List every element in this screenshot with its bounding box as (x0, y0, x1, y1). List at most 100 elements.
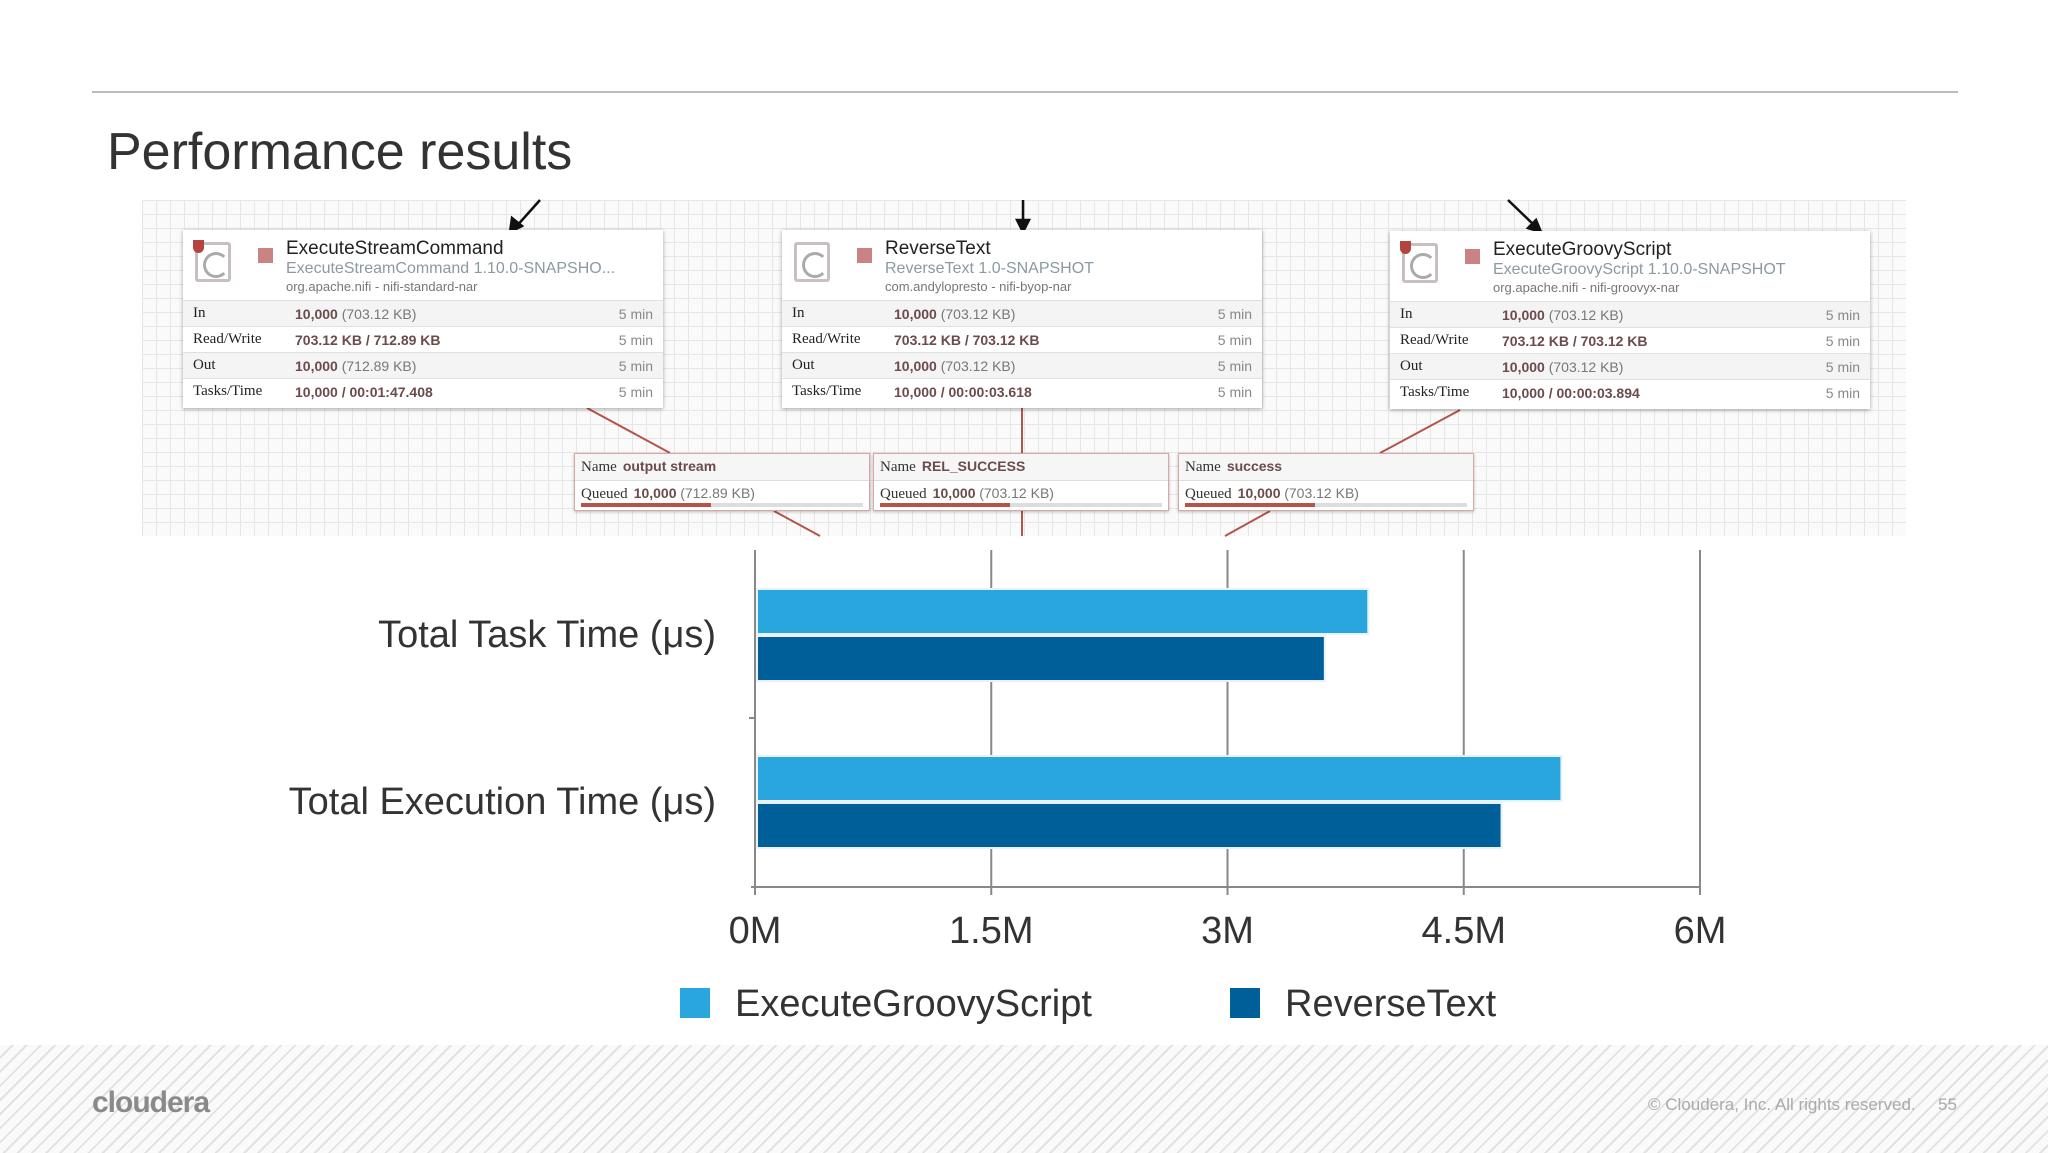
queued-label: Queued (581, 486, 628, 502)
name-label: Name (1185, 459, 1221, 475)
bar-executegroovyscript-0 (756, 588, 1370, 635)
stat-value: 10,000 (703.12 KB) (1502, 306, 1624, 323)
stopped-icon (258, 248, 273, 263)
flow-connections (508, 199, 1544, 537)
bar-reversetext-0 (756, 635, 1326, 682)
stat-value: 10,000 (703.12 KB) (1502, 358, 1624, 375)
processor-name: ExecuteGroovyScript (1493, 239, 1672, 260)
category-label: Total Task Time (μs) (378, 614, 716, 656)
stat-label: Out (193, 357, 216, 373)
stat-value: 10,000 (703.12 KB) (894, 305, 1016, 322)
queued-count: 10,000 (633, 485, 677, 501)
processor-executegroovyscript[interactable]: ExecuteGroovyScript ExecuteGroovyScript … (1390, 231, 1870, 409)
processor-icon (195, 242, 231, 282)
bar-executegroovyscript-1 (756, 755, 1563, 802)
stat-row: Read/Write 703.12 KB / 703.12 KB 5 min (782, 326, 1262, 352)
top-rule (92, 91, 1958, 93)
stat-value: 703.12 KB / 712.89 KB (295, 331, 441, 348)
stat-window: 5 min (1217, 331, 1252, 348)
stat-label: Read/Write (193, 331, 262, 347)
stat-value: 10,000 / 00:00:03.618 (894, 383, 1032, 400)
arrows (508, 199, 1544, 235)
stat-row: Out 10,000 (712.89 KB) 5 min (183, 352, 663, 378)
stat-window: 5 min (618, 305, 653, 322)
stat-label: Out (1400, 358, 1423, 374)
processor-name: ExecuteStreamCommand (286, 238, 504, 259)
queued-size: (703.12 KB) (979, 485, 1054, 501)
x-tick-label: 0M (729, 910, 782, 952)
stat-row: Tasks/Time 10,000 / 00:00:03.618 5 min (782, 378, 1262, 404)
stat-label: Tasks/Time (1400, 384, 1470, 400)
processor-icon (794, 242, 830, 282)
stat-row: In 10,000 (703.12 KB) 5 min (183, 300, 663, 326)
stat-extra: (703.12 KB) (1548, 306, 1624, 323)
restricted-shield-icon (193, 240, 204, 253)
stat-extra: (703.12 KB) (940, 357, 1016, 374)
stat-label: In (193, 305, 206, 321)
connection-name: success (1226, 458, 1283, 474)
stat-window: 5 min (1825, 384, 1860, 401)
page-number: 55 (1938, 1095, 1957, 1114)
queued-label: Queued (1185, 486, 1232, 502)
x-tick-label: 6M (1674, 910, 1727, 952)
queued-count: 10,000 (1237, 485, 1281, 501)
queued-size: (703.12 KB) (1284, 485, 1359, 501)
processor-name: ReverseText (885, 238, 991, 259)
connection-name: output stream (622, 458, 717, 474)
queue-bar (581, 503, 863, 507)
connection-name: REL_SUCCESS (921, 458, 1026, 474)
stat-row: In 10,000 (703.12 KB) 5 min (782, 300, 1262, 326)
queued-count: 10,000 (932, 485, 976, 501)
processor-executestreamcommand[interactable]: ExecuteStreamCommand ExecuteStreamComman… (183, 230, 663, 408)
restricted-shield-icon (1400, 241, 1411, 254)
x-tick-label: 3M (1201, 910, 1254, 952)
stat-value: 703.12 KB / 703.12 KB (1502, 332, 1648, 349)
stat-label: In (792, 305, 805, 321)
processor-type: ExecuteStreamCommand 1.10.0-SNAPSHO... (286, 260, 616, 277)
slide-title: Performance results (107, 123, 573, 181)
stat-window: 5 min (618, 357, 653, 374)
stat-value: 10,000 (712.89 KB) (295, 357, 417, 374)
stat-row: Out 10,000 (703.12 KB) 5 min (782, 352, 1262, 378)
processor-icon (1402, 243, 1438, 283)
stat-value: 703.12 KB / 703.12 KB (894, 331, 1040, 348)
processor-bundle: org.apache.nifi - nifi-standard-nar (286, 279, 478, 294)
processor-type: ReverseText 1.0-SNAPSHOT (885, 260, 1094, 277)
stat-extra: (703.12 KB) (940, 305, 1016, 322)
stat-window: 5 min (1217, 383, 1252, 400)
stat-label: Tasks/Time (193, 383, 263, 399)
processor-reversetext[interactable]: ReverseText ReverseText 1.0-SNAPSHOT com… (782, 230, 1262, 408)
legend-label: ExecuteGroovyScript (735, 983, 1092, 1025)
stat-value: 10,000 / 00:00:03.894 (1502, 384, 1640, 401)
bar-reversetext-1 (756, 802, 1503, 849)
stat-row: Tasks/Time 10,000 / 00:00:03.894 5 min (1390, 379, 1870, 405)
queue-bar (1185, 503, 1467, 507)
stat-label: Read/Write (792, 331, 861, 347)
stat-extra: (712.89 KB) (341, 357, 417, 374)
stopped-icon (857, 248, 872, 263)
stat-extra: (703.12 KB) (1548, 358, 1624, 375)
legend-label: ReverseText (1285, 983, 1497, 1025)
stat-value: 10,000 / 00:01:47.408 (295, 383, 433, 400)
stat-value: 10,000 (703.12 KB) (295, 305, 417, 322)
category-label: Total Execution Time (μs) (289, 781, 716, 823)
stat-extra: (703.12 KB) (341, 305, 417, 322)
stat-value: 10,000 (703.12 KB) (894, 357, 1016, 374)
stat-label: Out (792, 357, 815, 373)
processor-bundle: com.andylopresto - nifi-byop-nar (885, 279, 1072, 294)
stat-window: 5 min (1217, 357, 1252, 374)
stat-label: Tasks/Time (792, 383, 862, 399)
stat-window: 5 min (1825, 306, 1860, 323)
connection-success[interactable]: Name success Queued 10,000 (703.12 KB) (1178, 453, 1474, 511)
cloudera-logo: cloudera (92, 1086, 210, 1119)
footer-band (0, 1045, 2048, 1153)
stat-window: 5 min (618, 383, 653, 400)
stat-window: 5 min (1217, 305, 1252, 322)
